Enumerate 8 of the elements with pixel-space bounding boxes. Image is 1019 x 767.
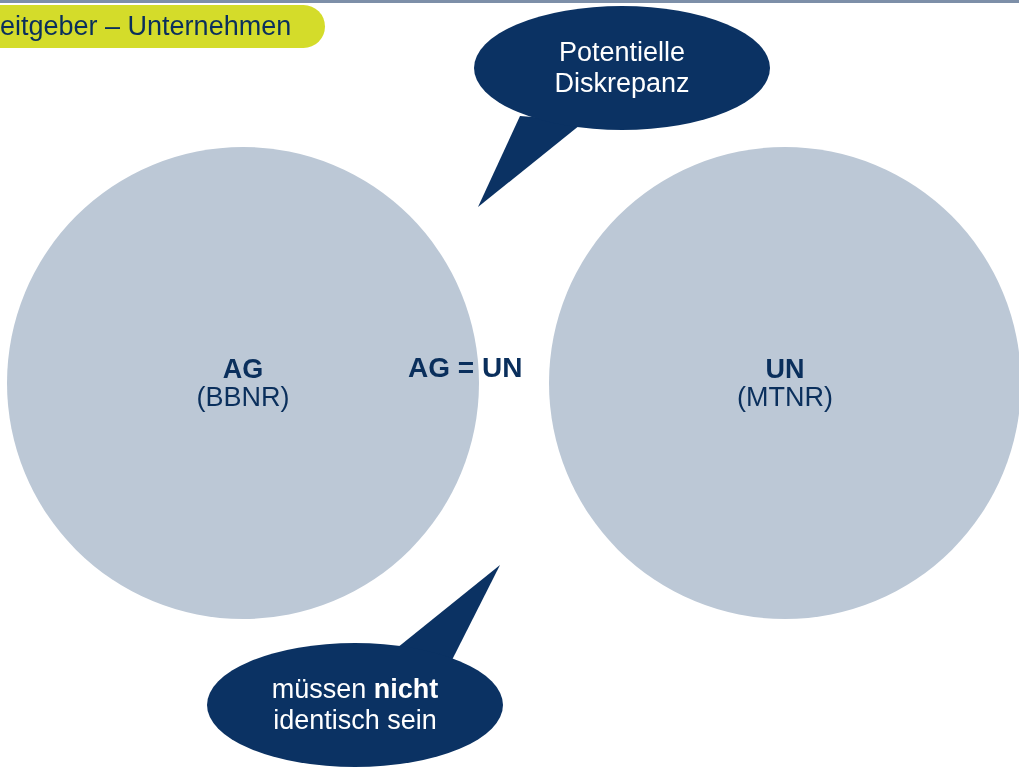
circle-heading: UN: [764, 355, 806, 383]
circle-subtitle: (MTNR): [736, 383, 834, 411]
circle-heading: AG: [221, 355, 265, 383]
circle-subtitle: (BBNR): [195, 383, 291, 411]
equation-label: AG = UN: [408, 352, 523, 384]
bubble-text: Potentielle Diskrepanz: [553, 37, 691, 99]
title-banner: eitgeber – Unternehmen: [0, 5, 326, 48]
bubble-text: müssen nicht identisch sein: [270, 674, 440, 736]
